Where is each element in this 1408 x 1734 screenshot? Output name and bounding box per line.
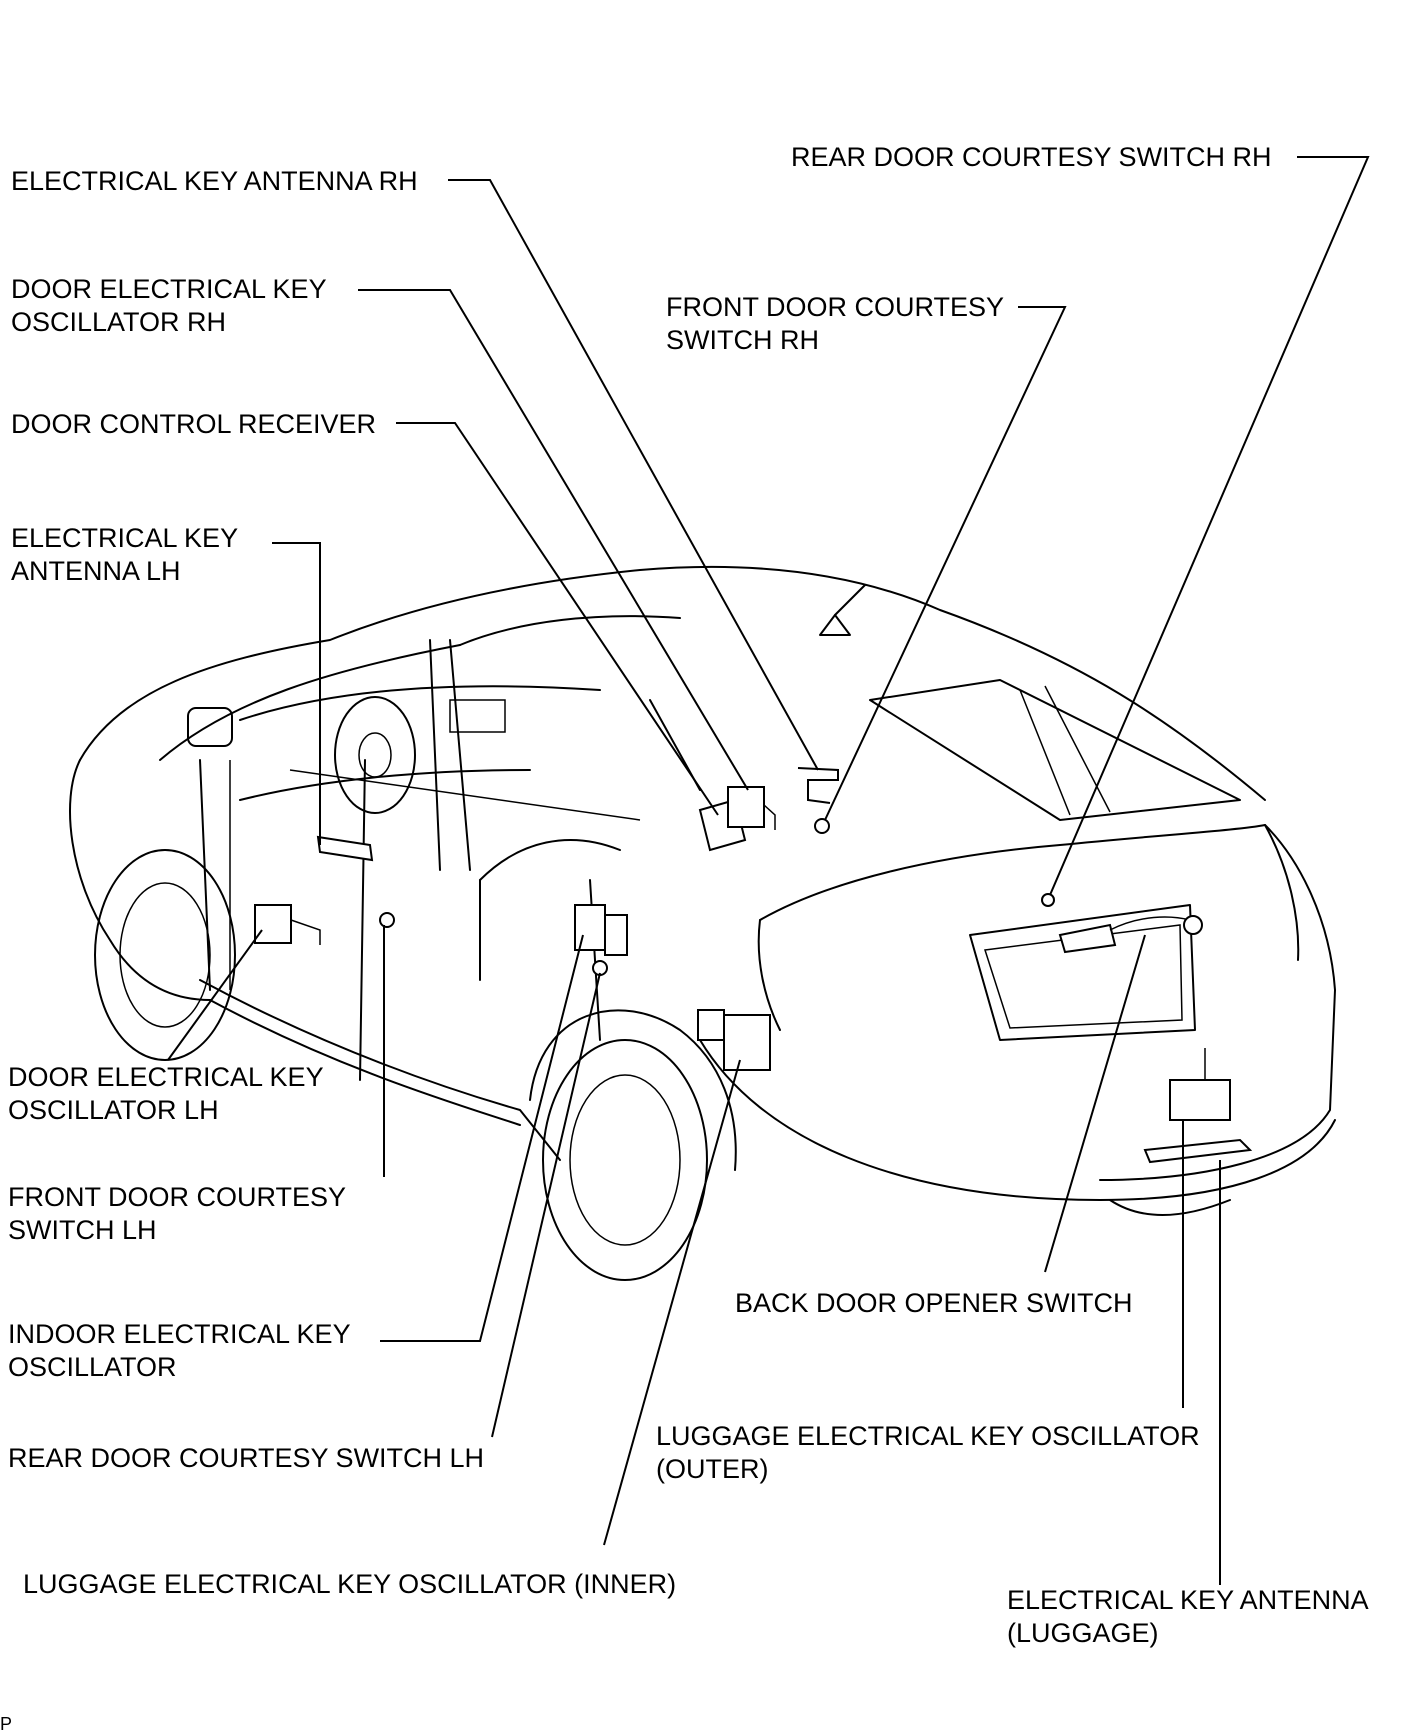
label-door-electrical-key-oscillator-lh: DOOR ELECTRICAL KEY OSCILLATOR LH <box>8 1062 331 1125</box>
rear-courtesy-switch-lh-part <box>592 960 608 976</box>
leader-lines <box>167 156 1370 1585</box>
front-courtesy-switch-lh-part <box>379 912 395 928</box>
label-luggage-electrical-key-oscillator-outer: LUGGAGE ELECTRICAL KEY OSCILLATOR (OUTER… <box>656 1421 1207 1484</box>
label-back-door-opener-switch: BACK DOOR OPENER SWITCH <box>735 1288 1133 1318</box>
antenna-luggage-part <box>1143 1138 1253 1164</box>
callout-labels: ELECTRICAL KEY ANTENNA RH DOOR ELECTRICA… <box>0 142 1375 1734</box>
label-rear-door-courtesy-switch-lh: REAR DOOR COURTESY SWITCH LH <box>8 1443 484 1473</box>
car-illustration <box>69 565 1336 1281</box>
label-luggage-electrical-key-oscillator-inner: LUGGAGE ELECTRICAL KEY OSCILLATOR (INNER… <box>23 1569 676 1599</box>
indoor-oscillator-part <box>574 904 606 951</box>
label-front-door-courtesy-switch-rh: FRONT DOOR COURTESY SWITCH RH <box>666 292 1011 355</box>
luggage-oscillator-inner-part <box>697 1009 725 1041</box>
label-door-electrical-key-oscillator-rh: DOOR ELECTRICAL KEY OSCILLATOR RH <box>11 274 334 337</box>
label-electrical-key-antenna-luggage: ELECTRICAL KEY ANTENNA (LUGGAGE) <box>1007 1585 1375 1648</box>
back-door-opener-switch-part <box>1058 923 1117 954</box>
component-parts <box>254 767 1253 1164</box>
label-door-control-receiver: DOOR CONTROL RECEIVER <box>11 409 376 439</box>
antenna-lh-part <box>316 835 374 862</box>
door-oscillator-rh-part <box>727 786 765 828</box>
antenna-rh-part <box>797 767 839 804</box>
corner-mark: P <box>0 1714 12 1734</box>
door-oscillator-lh-part <box>254 904 292 944</box>
luggage-oscillator-outer-part <box>1169 1079 1231 1121</box>
front-courtesy-switch-rh-part <box>814 818 830 834</box>
label-indoor-electrical-key-oscillator: INDOOR ELECTRICAL KEY OSCILLATOR <box>8 1319 358 1382</box>
label-electrical-key-antenna-lh: ELECTRICAL KEY ANTENNA LH <box>11 523 245 586</box>
label-front-door-courtesy-switch-lh: FRONT DOOR COURTESY SWITCH LH <box>8 1182 353 1245</box>
label-electrical-key-antenna-rh: ELECTRICAL KEY ANTENNA RH <box>11 166 418 196</box>
label-rear-door-courtesy-switch-rh: REAR DOOR COURTESY SWITCH RH <box>791 142 1272 172</box>
rear-courtesy-switch-rh-part <box>1041 893 1055 907</box>
